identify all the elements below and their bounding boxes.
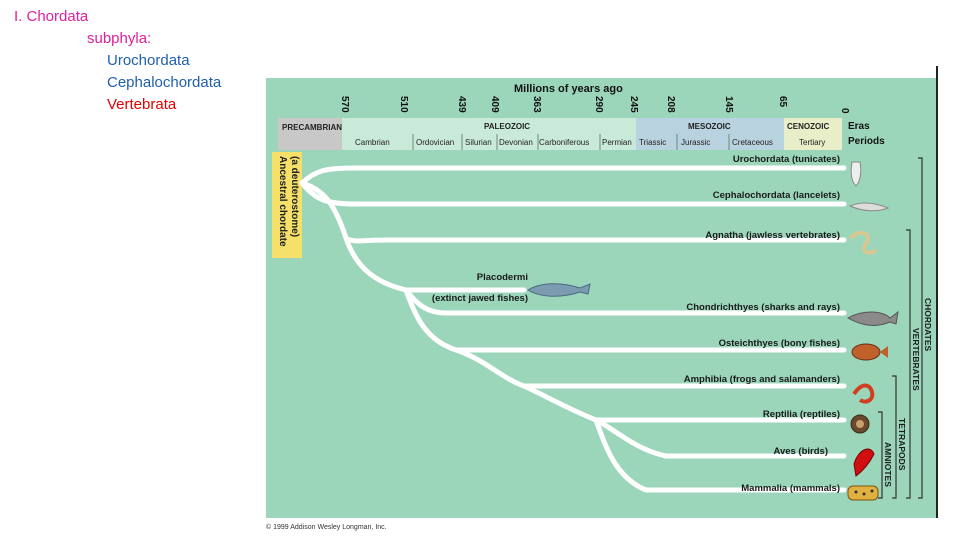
age-290: 290 bbox=[593, 96, 604, 113]
snake-icon bbox=[850, 414, 870, 434]
age-145: 145 bbox=[723, 96, 734, 113]
bracket-amniotes bbox=[878, 411, 883, 499]
taxon-placodermi: Placodermi bbox=[477, 272, 528, 283]
outline-vertebrata: Vertebrata bbox=[107, 96, 177, 113]
age-510: 510 bbox=[398, 96, 409, 113]
eras-label: Eras bbox=[848, 121, 870, 132]
tunicate-icon bbox=[850, 161, 862, 187]
taxon-agnatha: Agnatha (jawless vertebrates) bbox=[705, 230, 840, 241]
phylogeny-branches bbox=[299, 165, 847, 493]
bracket-vertebrates bbox=[906, 229, 911, 499]
period-jurassic: Jurassic bbox=[681, 138, 710, 147]
taxon-amphibia: Amphibia (frogs and salamanders) bbox=[684, 374, 840, 385]
period-permian: Permian bbox=[602, 138, 632, 147]
taxon-urochordata: Urochordata (tunicates) bbox=[733, 154, 840, 165]
age-409: 409 bbox=[489, 96, 500, 113]
figure-background bbox=[266, 78, 936, 518]
salamander-icon bbox=[852, 383, 875, 404]
branch-aves bbox=[593, 417, 847, 459]
label-amniotes: AMNIOTES bbox=[883, 442, 893, 487]
lancelet-icon bbox=[848, 202, 890, 212]
age-570: 570 bbox=[339, 96, 350, 113]
taxon-aves: Aves (birds) bbox=[773, 446, 828, 457]
age-208: 208 bbox=[665, 96, 676, 113]
outline-subphyla-label: subphyla: bbox=[87, 30, 152, 47]
age-65: 65 bbox=[777, 96, 788, 108]
era-band: PRECAMBRIAN PALEOZOIC MESOZOIC CENOZOIC … bbox=[278, 118, 870, 150]
taxon-osteichthyes: Osteichthyes (bony fishes) bbox=[719, 338, 840, 349]
taxon-mammalia: Mammalia (mammals) bbox=[741, 483, 840, 494]
cardinal-icon bbox=[853, 448, 875, 477]
bony-fish-icon bbox=[851, 343, 888, 361]
taxon-chondrichthyes: Chondrichthyes (sharks and rays) bbox=[686, 302, 840, 313]
age-439: 439 bbox=[456, 96, 467, 113]
time-axis-title: Millions of years ago bbox=[514, 83, 623, 95]
branch-urochordata bbox=[299, 165, 847, 186]
period-cretaceous: Cretaceous bbox=[732, 138, 773, 147]
period-silurian: Silurian bbox=[465, 138, 492, 147]
taxon-labels: Urochordata (tunicates) Cephalochordata … bbox=[432, 154, 840, 494]
age-0: 0 bbox=[839, 108, 850, 114]
age-363: 363 bbox=[531, 96, 542, 113]
shark-icon bbox=[846, 310, 899, 326]
period-band: Cambrian Ordovician Silurian Devonian Ca… bbox=[342, 134, 885, 150]
era-paleozoic: PALEOZOIC bbox=[484, 122, 530, 131]
ancestral-line1: Ancestral chordate bbox=[277, 156, 288, 247]
placoderm-icon bbox=[527, 283, 591, 297]
era-precambrian: PRECAMBRIAN bbox=[282, 123, 342, 132]
outline-cephalochordata: Cephalochordata bbox=[107, 74, 222, 91]
period-cambrian: Cambrian bbox=[355, 138, 390, 147]
period-ordovician: Ordovician bbox=[416, 138, 454, 147]
lamprey-icon bbox=[848, 230, 878, 255]
period-triassic: Triassic bbox=[639, 138, 666, 147]
era-cenozoic: CENOZOIC bbox=[787, 122, 829, 131]
bracket-labels: CHORDATES VERTEBRATES TETRAPODS AMNIOTES bbox=[883, 298, 933, 487]
taxon-cephalochordata: Cephalochordata (lancelets) bbox=[713, 190, 840, 201]
branch-mammalia bbox=[593, 417, 847, 493]
label-vertebrates: VERTEBRATES bbox=[911, 328, 921, 391]
outline-urochordata: Urochordata bbox=[107, 52, 190, 69]
leopard-icon bbox=[847, 485, 879, 501]
slide-divider-line bbox=[936, 66, 938, 520]
taxon-reptilia: Reptilia (reptiles) bbox=[763, 409, 840, 420]
bracket-chordates bbox=[918, 157, 923, 499]
age-245: 245 bbox=[628, 96, 639, 113]
age-tick-labels: 570 510 439 409 363 290 245 208 145 65 0 bbox=[339, 96, 850, 114]
period-devonian: Devonian bbox=[499, 138, 533, 147]
animal-illustrations bbox=[527, 161, 899, 501]
periods-label: Periods bbox=[848, 136, 885, 147]
classification-brackets bbox=[878, 157, 923, 499]
chordate-phylogeny-figure: Millions of years ago 570 510 439 409 36… bbox=[266, 78, 940, 532]
ancestral-chordate-box: Ancestral chordate (a deuterostome) bbox=[272, 152, 302, 258]
label-tetrapods: TETRAPODS bbox=[897, 418, 907, 471]
taxon-placodermi-note: (extinct jawed fishes) bbox=[432, 293, 528, 304]
copyright-credit: © 1999 Addison Wesley Longman, Inc. bbox=[266, 523, 387, 531]
period-tertiary: Tertiary bbox=[799, 138, 825, 147]
label-chordates: CHORDATES bbox=[923, 298, 933, 352]
ancestral-line2: (a deuterostome) bbox=[289, 156, 300, 237]
outline-item-chordata: I. Chordata bbox=[14, 8, 89, 25]
era-mesozoic: MESOZOIC bbox=[688, 122, 731, 131]
bracket-tetrapods bbox=[892, 375, 897, 499]
period-carboniferous: Carboniferous bbox=[539, 138, 589, 147]
